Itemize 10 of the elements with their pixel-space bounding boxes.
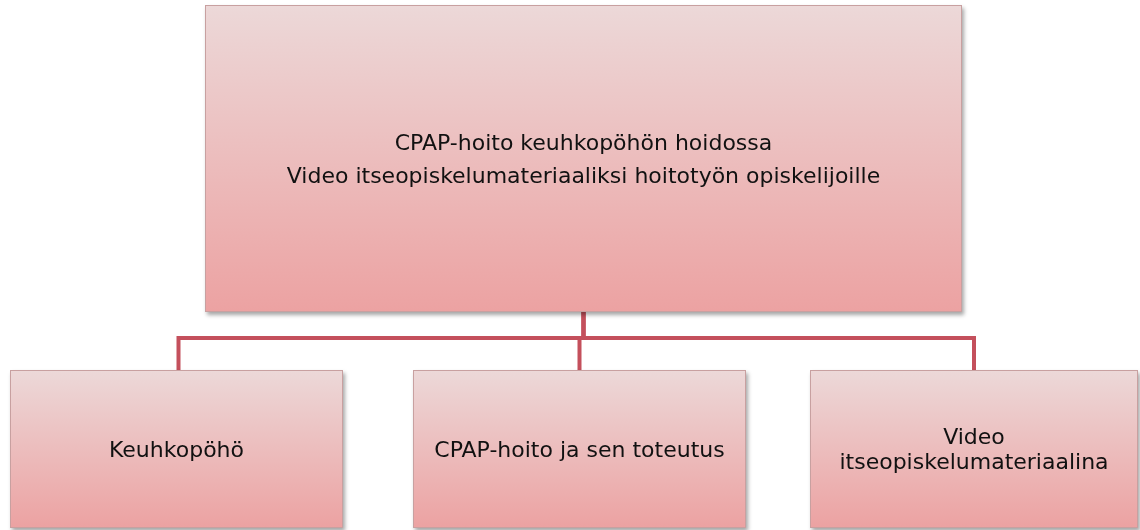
box-label: Keuhkopöhö	[109, 436, 244, 462]
title-text: Video itseopiskelumateriaaliksi hoitotyön opiskelijoille	[286, 162, 881, 188]
subtopic-box	[413, 370, 746, 528]
subtopic-box	[10, 370, 343, 528]
box-label: Video itseopiskelumateriaalina	[838, 424, 1110, 474]
subtopic-box	[810, 370, 1138, 528]
box-label: CPAP-hoito ja sen toteutus	[434, 436, 725, 462]
title-text: CPAP-hoito keuhkopöhön hoidossa	[394, 129, 773, 155]
topic-box	[205, 5, 962, 312]
connector-line	[581, 312, 976, 370]
